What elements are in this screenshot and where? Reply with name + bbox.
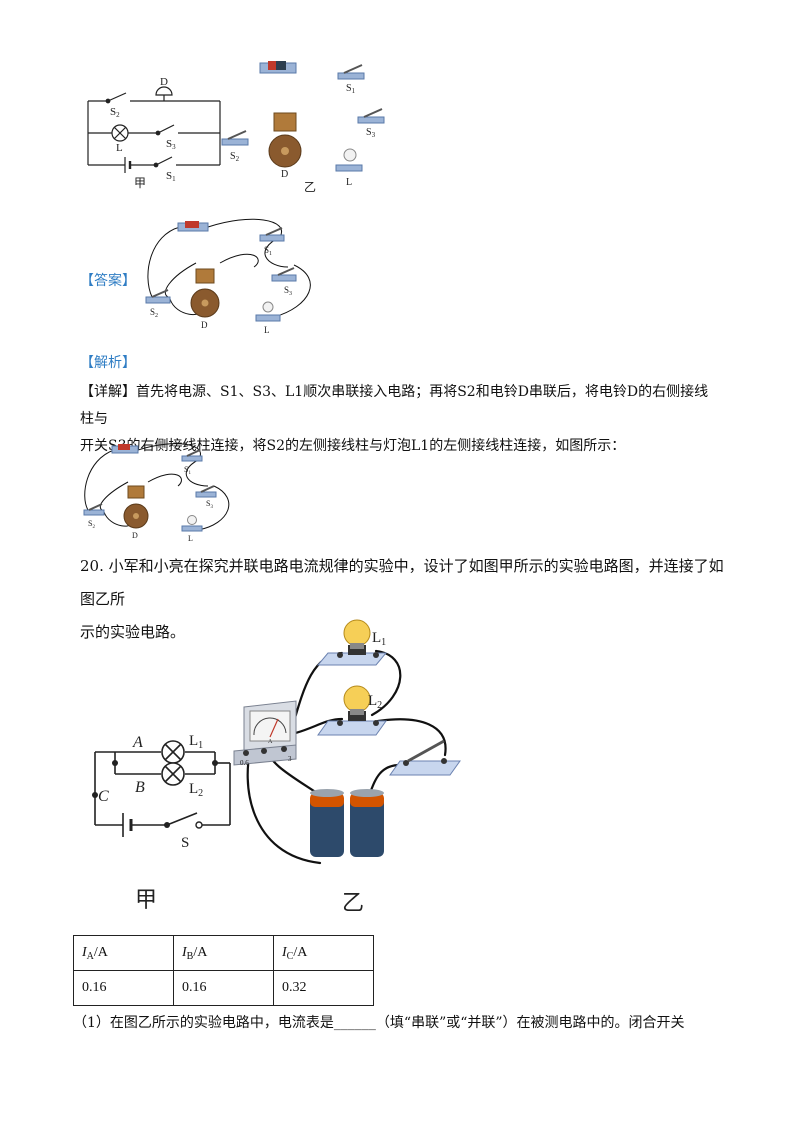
- svg-text:D: D: [281, 169, 288, 180]
- label-s2: S2: [110, 106, 120, 119]
- node-label-a: A: [132, 734, 143, 751]
- switch-label-s: S: [181, 835, 189, 851]
- table-cell: 0.16: [173, 970, 274, 1006]
- label-d: D: [160, 76, 168, 88]
- table-header-cell: IA/A: [73, 935, 174, 971]
- table-cell: 0.16: [73, 970, 174, 1006]
- table-row: 0.16 0.16 0.32: [73, 970, 374, 1006]
- svg-text:A: A: [268, 739, 273, 745]
- analysis-detail: 【详解】首先将电源、S1、S3、L1顺次串联接入电路；再将S2和电铃D串联后，将…: [80, 379, 720, 460]
- ammeter: A 0.6 3: [233, 700, 297, 767]
- node-label-b: B: [135, 779, 145, 796]
- battery-right: [350, 789, 384, 857]
- label-l: L: [116, 142, 123, 154]
- knife-switch: [389, 739, 461, 776]
- svg-text:S3: S3: [206, 499, 213, 510]
- table-header-row: IA/A IB/A IC/A: [73, 935, 374, 971]
- table-cell: 0.32: [273, 970, 374, 1006]
- lamp-l1-board: [316, 619, 388, 666]
- lamp-l2-board: [317, 685, 387, 736]
- question-20-text: 20. 小军和小亮在探究并联电路电流规律的实验中，设计了如图甲所示的实验电路图，…: [80, 550, 730, 649]
- ammeter-tick-right: 3: [288, 755, 292, 763]
- ammeter-tick-left: 0.6: [240, 759, 249, 767]
- q20-schematic-jia: A B C L1 L2 S 甲: [92, 733, 231, 912]
- svg-text:L: L: [346, 177, 352, 188]
- current-data-table: IA/A IB/A IC/A 0.16 0.16 0.32: [73, 935, 374, 1006]
- analysis-line-2: 开关S3的右侧接线柱连接，将S2的左侧接线柱与灯泡L1的左侧接线柱连接，如图所示…: [80, 438, 626, 454]
- svg-text:S2: S2: [150, 307, 158, 319]
- subquestion-1: （1）在图乙所示的实验电路中，电流表是______（填“串联”或“并联”）在被测…: [73, 1015, 685, 1031]
- analysis-tag: 【解析】: [80, 355, 136, 371]
- answer-tag: 【答案】: [80, 273, 136, 289]
- svg-text:S2: S2: [88, 519, 95, 530]
- photo-label-l2: L2: [368, 693, 382, 711]
- table-header-cell: IB/A: [173, 935, 274, 971]
- analysis-line-1: 【详解】首先将电源、S1、S3、L1顺次串联接入电路；再将S2和电铃D串联后，将…: [80, 384, 709, 427]
- question-20-line-1: 20. 小军和小亮在探究并联电路电流规律的实验中，设计了如图甲所示的实验电路图，…: [80, 557, 724, 608]
- lamp-label-l2: L2: [189, 781, 203, 799]
- svg-text:S1: S1: [346, 83, 356, 95]
- figure-label-yi-q20: 乙: [342, 890, 364, 915]
- svg-text:L: L: [264, 325, 270, 335]
- q20-physical-circuit-yi: L1 L2 A 0.6 3 乙: [233, 619, 461, 915]
- svg-text:S1: S1: [184, 465, 191, 476]
- battery-left: [310, 789, 344, 857]
- figure-label-yi: 乙: [304, 180, 316, 194]
- svg-text:S1: S1: [264, 245, 272, 257]
- svg-text:S2: S2: [230, 151, 240, 163]
- figure-label-jia-q20: 甲: [135, 887, 157, 912]
- node-label-c: C: [98, 788, 109, 805]
- answer-figure: S1 S3 S2 D L: [145, 218, 311, 335]
- top-figure-schematic-and-components: S2 D L S3 S1 甲 乙 S1 S3 S2 D L: [87, 61, 385, 194]
- label-s3: S3: [166, 138, 176, 151]
- svg-text:S3: S3: [366, 127, 376, 139]
- svg-text:L: L: [188, 534, 193, 543]
- svg-text:D: D: [132, 531, 138, 540]
- analysis-figure: S1 S3 S2 D L: [83, 443, 230, 543]
- components-yi: S1 S3 S2 D L: [221, 61, 385, 188]
- label-s1: S1: [166, 170, 176, 183]
- figure-label-jia: 甲: [134, 176, 146, 190]
- lamp-label-l1: L1: [189, 733, 203, 751]
- svg-text:S3: S3: [284, 285, 292, 297]
- photo-label-l1: L1: [372, 630, 386, 648]
- schematic-jia: [87, 86, 221, 173]
- question-20-line-2: 示的实验电路。: [80, 623, 186, 641]
- svg-text:D: D: [201, 320, 208, 330]
- table-header-cell: IC/A: [273, 935, 374, 971]
- schematic-jia-labels: S2 D L S3 S1 甲 乙: [110, 76, 316, 194]
